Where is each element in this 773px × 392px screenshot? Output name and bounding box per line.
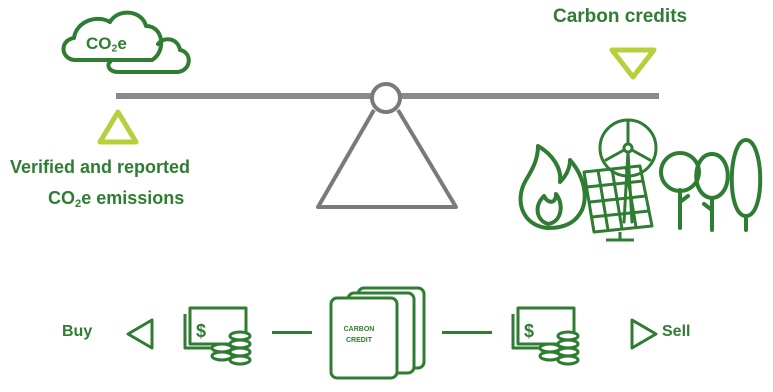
verified-emissions-label-line1: Verified and reported (10, 157, 191, 177)
cloud-co2e-label: CO2e (86, 34, 127, 55)
buy-label: Buy (62, 323, 93, 340)
sell-label: Sell (662, 323, 691, 340)
connector-line (272, 331, 312, 334)
dollar-sign-icon: $ (196, 321, 206, 341)
connector-line (442, 331, 492, 334)
sell-arrow-icon (630, 318, 658, 350)
dollar-sign-icon: $ (524, 321, 534, 341)
fulcrum-icon (316, 82, 458, 209)
trees-icon (659, 138, 763, 232)
solar-panel-icon (582, 164, 654, 242)
money-icon (183, 306, 252, 366)
cloud-icon (61, 10, 191, 74)
up-triangle-icon (97, 109, 139, 145)
buy-arrow-icon (126, 318, 154, 350)
down-triangle-icon (609, 47, 657, 80)
verified-emissions-label-line2: CO2e emissions (48, 188, 185, 210)
carbon-credits-label: Carbon credits (553, 6, 688, 27)
carbon-credit-cards-icon (329, 286, 426, 380)
money-icon (511, 306, 580, 366)
card-label-line1: CARBON (343, 326, 375, 333)
wind-turbine-icon (598, 118, 658, 224)
flame-icon (518, 144, 587, 230)
card-label-line2: CREDIT (345, 337, 373, 344)
